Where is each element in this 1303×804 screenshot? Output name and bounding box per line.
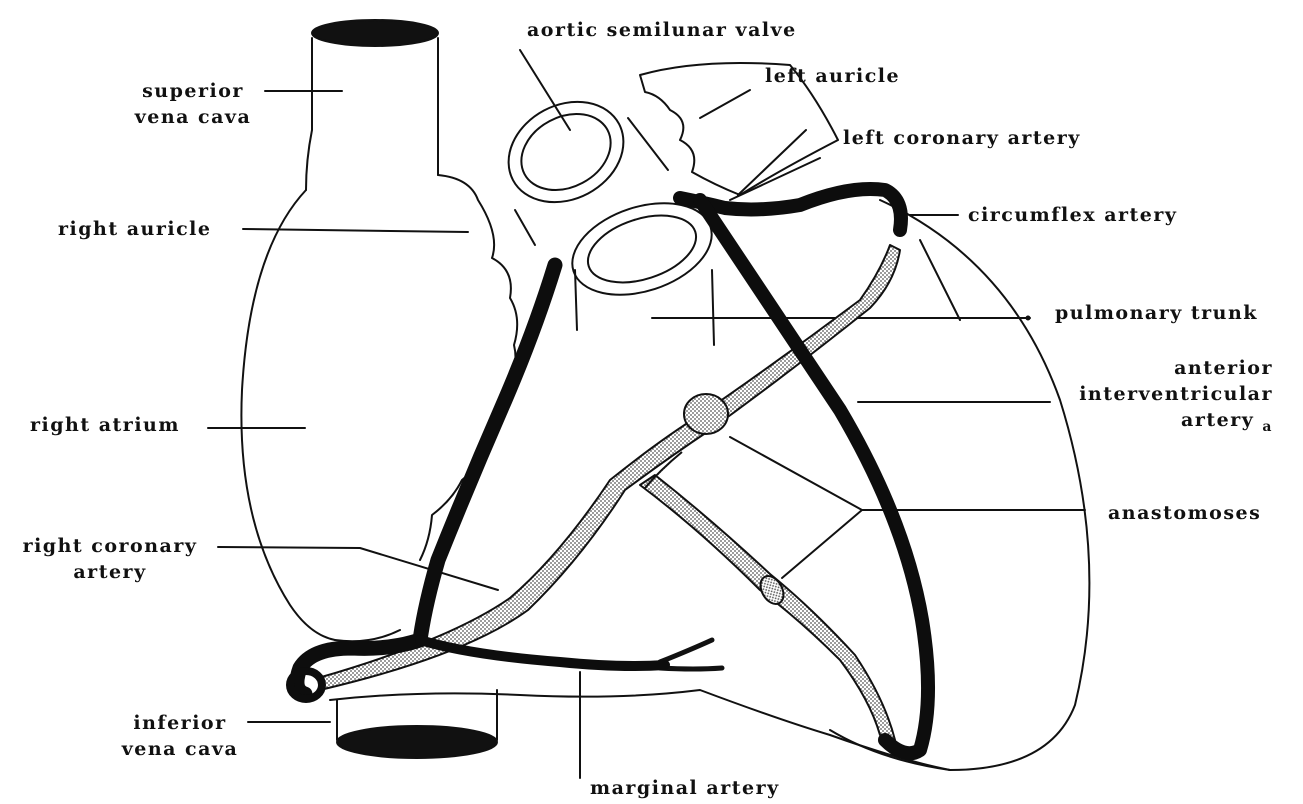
- superior-vena-cava-label: superior vena cava: [128, 78, 258, 130]
- ventricle-septum-line: [920, 240, 960, 320]
- leader-anastomoses-1: [730, 437, 1085, 510]
- anterior-interventricular-artery-label-line1: anterior: [1045, 355, 1273, 381]
- inferior-vena-cava-opening: [337, 726, 497, 758]
- superior-vena-cava-label-line2: vena cava: [128, 104, 258, 130]
- inferior-vena-cava-label-line1: inferior: [115, 710, 245, 736]
- superior-vena-cava: [306, 38, 438, 190]
- superior-vena-cava-opening: [312, 20, 438, 46]
- leader-anastomoses-2: [782, 510, 862, 578]
- circumflex-artery-label: circumflex artery: [968, 202, 1177, 228]
- leader-aortic-valve: [520, 50, 570, 130]
- superior-vena-cava-label-line1: superior: [128, 78, 258, 104]
- right-coronary-artery-label-line2: artery: [10, 559, 210, 585]
- pulmonary-trunk-label: pulmonary trunk: [1055, 300, 1258, 326]
- anastomoses-label: anastomoses: [1108, 500, 1261, 526]
- pulmonary-leader-dot: [1026, 316, 1031, 321]
- right-atrium: [241, 190, 335, 640]
- anterior-interventricular-artery-marker: a: [1262, 419, 1273, 435]
- leader-left-auricle: [700, 90, 750, 118]
- inferior-vena-cava-label: inferior vena cava: [115, 710, 245, 762]
- anterior-interventricular-artery-label: anterior interventricular artery a: [1045, 355, 1273, 435]
- anterior-interventricular-artery: [700, 200, 928, 753]
- left-auricle-label: left auricle: [765, 63, 900, 89]
- anterior-interventricular-artery-label-line3: artery a: [1045, 407, 1273, 435]
- right-atrium-label: right atrium: [30, 412, 180, 438]
- right-coronary-artery-label-line1: right coronary: [10, 533, 210, 559]
- inferior-vena-cava-label-line2: vena cava: [115, 736, 245, 762]
- marginal-artery-branch-lower: [660, 668, 722, 669]
- right-auricle-label: right auricle: [58, 216, 211, 242]
- aorta-side: [515, 210, 535, 245]
- aorta-rim: [491, 82, 641, 221]
- leader-right-coronary: [218, 547, 498, 590]
- anterior-interventricular-artery-label-line2: interventricular: [1045, 381, 1273, 407]
- aortic-semilunar-valve-label: aortic semilunar valve: [527, 17, 797, 43]
- anastomosis-node-upper: [684, 394, 728, 434]
- aorta-right-side: [628, 118, 668, 170]
- aorta-inner: [508, 99, 624, 205]
- marginal-artery-label: marginal artery: [590, 775, 780, 801]
- leader-left-coronary: [730, 158, 820, 200]
- right-coronary-artery-label: right coronary artery: [10, 533, 210, 585]
- left-coronary-artery-label: left coronary artery: [843, 125, 1081, 151]
- marginal-artery: [420, 640, 665, 666]
- anterior-interventricular-artery-label-word: artery: [1181, 409, 1254, 431]
- marginal-artery-branch-upper: [660, 640, 712, 662]
- pulmonary-trunk-inner: [579, 203, 704, 295]
- pulmonary-trunk-side-right: [712, 270, 714, 345]
